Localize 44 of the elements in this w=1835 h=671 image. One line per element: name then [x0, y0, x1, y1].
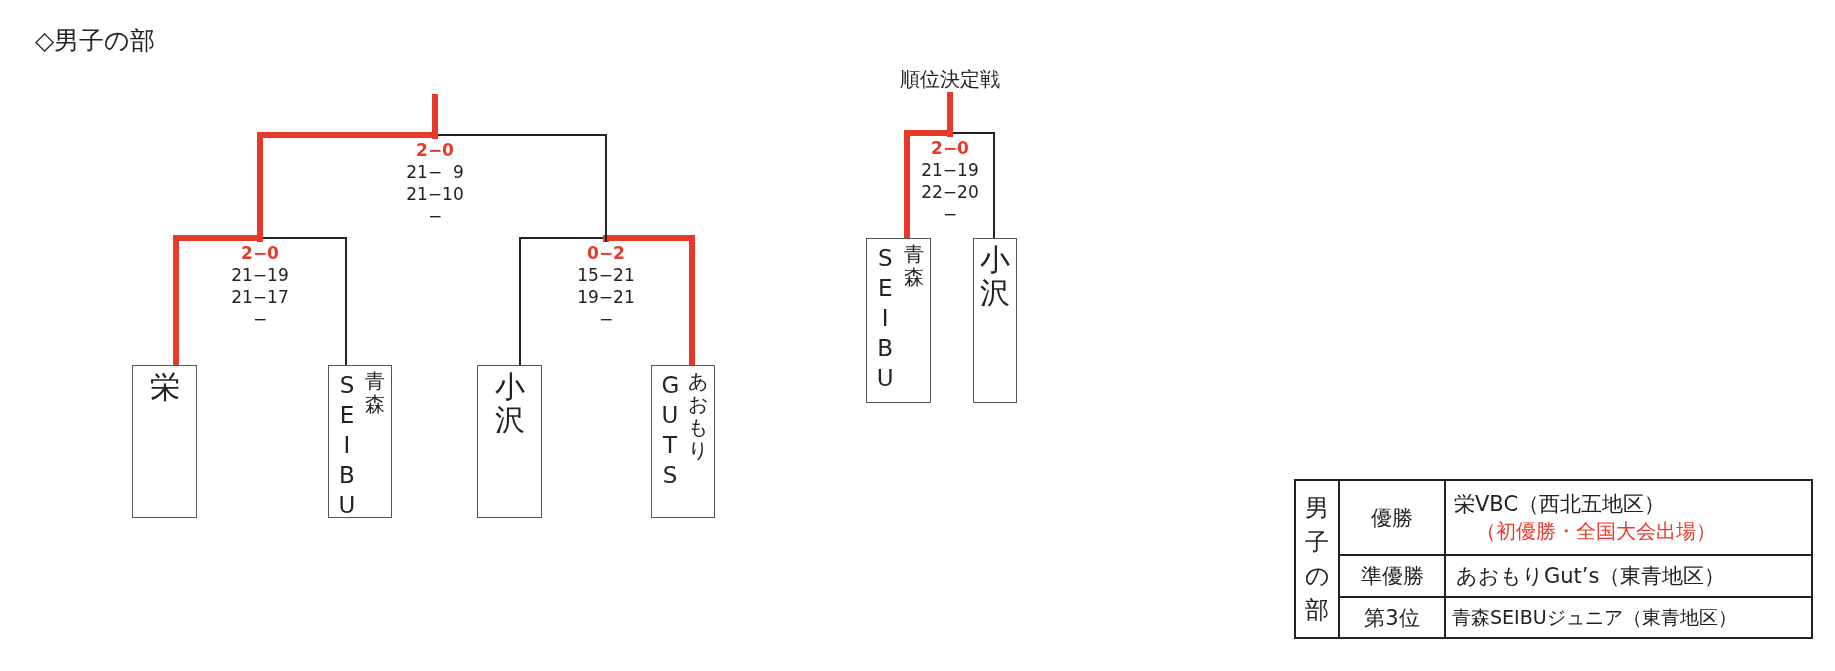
table-cell-text: 栄VBC（西北五地区）: [1454, 491, 1667, 518]
match-result: 0−2: [586, 242, 626, 264]
team-name: 青森: [365, 370, 385, 416]
team-name: SEIBU: [338, 371, 356, 520]
title: ◇男子の部: [35, 25, 156, 57]
table-cell-text: 第3位: [1363, 604, 1421, 632]
set-score: 21−19: [230, 264, 290, 286]
team-box: [651, 365, 715, 518]
table-cell-text: 準優勝: [1359, 563, 1425, 590]
match-result: 2−0: [930, 137, 970, 159]
team-name: 小沢: [494, 370, 525, 436]
team-name: 青森: [903, 243, 924, 289]
team-name: あおもり: [688, 370, 708, 462]
note-text: （初優勝・全国大会出場）: [1475, 518, 1717, 545]
table-cell-text: 優勝: [1370, 504, 1414, 532]
set-score: −: [941, 203, 959, 225]
team-name: GUTS: [661, 371, 679, 490]
set-score: 21−19: [920, 159, 980, 181]
match-result: 2−0: [415, 139, 455, 161]
heading-text: 順位決定戦: [880, 66, 1020, 92]
team-box: [328, 365, 392, 518]
bracket-line: [432, 94, 438, 139]
table-cell-text: 男子の部: [1304, 494, 1330, 624]
match-result: 2−0: [240, 242, 280, 264]
bracket-line: [603, 235, 695, 365]
team-name: 栄: [149, 370, 180, 403]
set-score: 22−20: [920, 181, 980, 203]
table-cell-text: あおもりGut’s（東青地区）: [1456, 563, 1727, 590]
table-cell-text: 青森SEIBUジュニア（東青地区）: [1452, 604, 1738, 630]
team-box: [866, 238, 931, 403]
bracket-line: [947, 92, 953, 137]
set-score: 21− 9: [405, 161, 465, 183]
team-box: [973, 238, 1017, 403]
team-name: SEIBU: [876, 244, 894, 393]
set-score: 19−21: [576, 286, 636, 308]
team-name: 小沢: [980, 243, 1010, 309]
set-score: −: [597, 308, 615, 330]
team-box: [132, 365, 197, 518]
set-score: −: [426, 205, 444, 227]
set-score: 21−17: [230, 286, 290, 308]
set-score: −: [251, 308, 269, 330]
set-score: 15−21: [576, 264, 636, 286]
set-score: 21−10: [405, 183, 465, 205]
team-box: [477, 365, 542, 518]
